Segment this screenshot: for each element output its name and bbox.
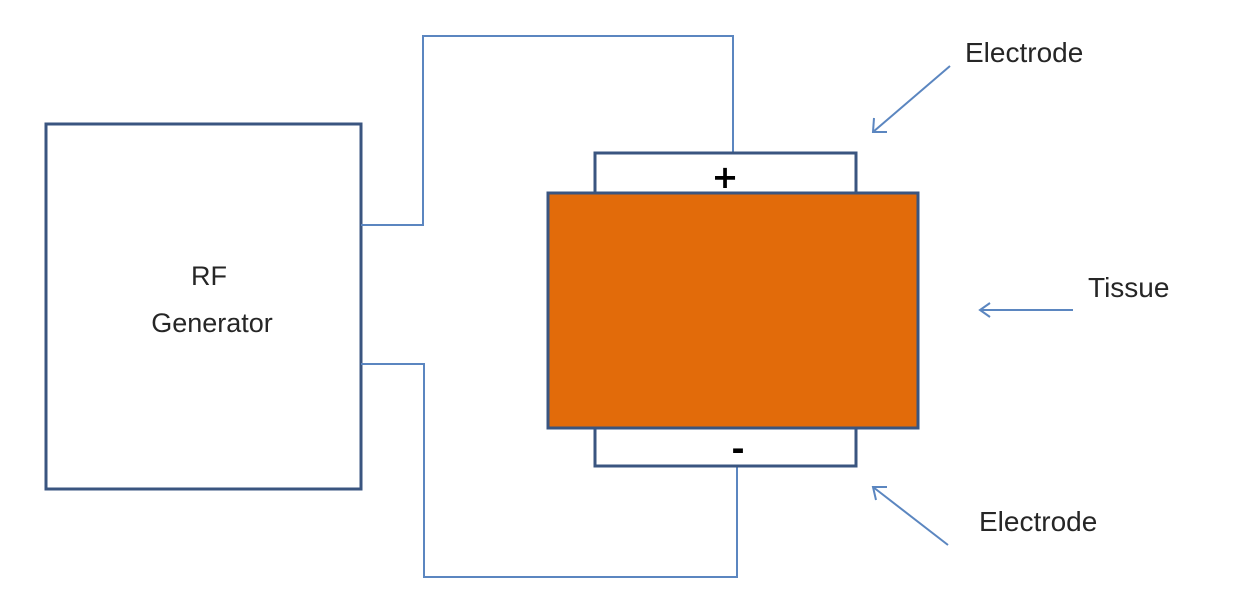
tissue-label: Tissue <box>1088 272 1169 303</box>
rf-generator-box <box>44 122 363 491</box>
top-electrode-label: Electrode <box>965 37 1083 68</box>
tissue-arrow-icon <box>978 302 1073 318</box>
arrows <box>871 65 1073 546</box>
negative-sign: - <box>731 430 744 468</box>
positive-wire <box>361 35 734 226</box>
wires <box>361 35 738 578</box>
top-electrode-plate <box>593 151 858 195</box>
rf-generator: RF Generator <box>44 122 363 491</box>
top-electrode: + <box>593 151 858 196</box>
bottom-electrode-arrow-icon <box>871 486 949 546</box>
top-electrode-arrow-icon <box>871 65 951 133</box>
bottom-electrode-plate <box>593 426 858 468</box>
negative-wire <box>361 363 738 578</box>
bottom-electrode-label: Electrode <box>979 506 1097 537</box>
rf-generator-label-line2: Generator <box>151 308 273 338</box>
bottom-electrode: - <box>593 426 858 468</box>
rf-generator-label-line1: RF <box>191 261 227 291</box>
tissue-block <box>546 191 920 430</box>
positive-sign: + <box>712 158 739 196</box>
